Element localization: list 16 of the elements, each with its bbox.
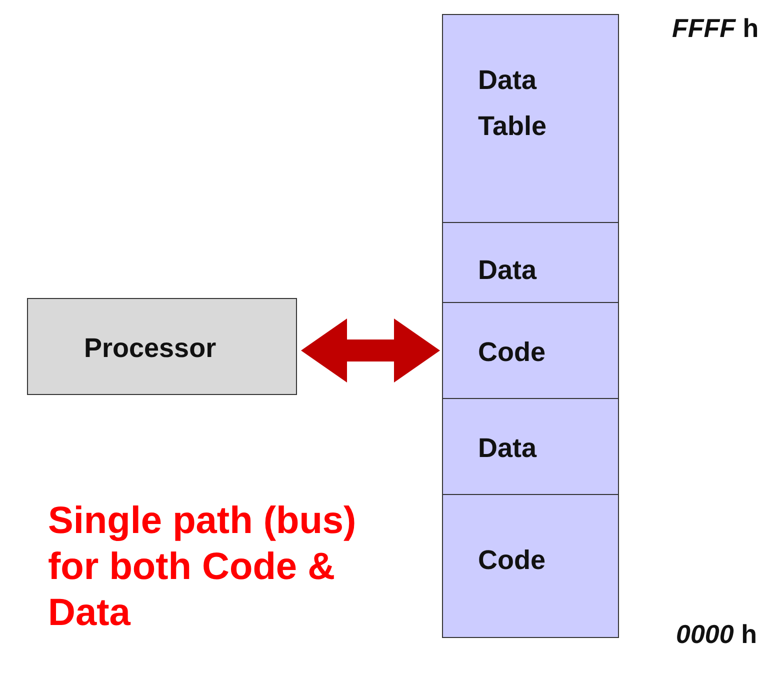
memory-label: Data Table — [478, 64, 548, 143]
memory-block — [442, 222, 619, 303]
double-arrow — [301, 318, 440, 382]
memory-block — [442, 302, 619, 399]
processor-box — [27, 298, 297, 395]
memory-block — [442, 494, 619, 638]
processor-label: Processor — [84, 332, 216, 365]
note-text: Single path (bus) for both Code & Data — [48, 499, 358, 636]
memory-block — [442, 398, 619, 495]
memory-label: Data — [478, 432, 537, 465]
memory-block — [442, 14, 619, 223]
address-label: 0000 h — [676, 618, 758, 651]
memory-label: Code — [478, 544, 546, 577]
memory-label: Code — [478, 336, 546, 369]
address-label: FFFF h — [672, 12, 760, 45]
memory-label: Data — [478, 254, 537, 287]
